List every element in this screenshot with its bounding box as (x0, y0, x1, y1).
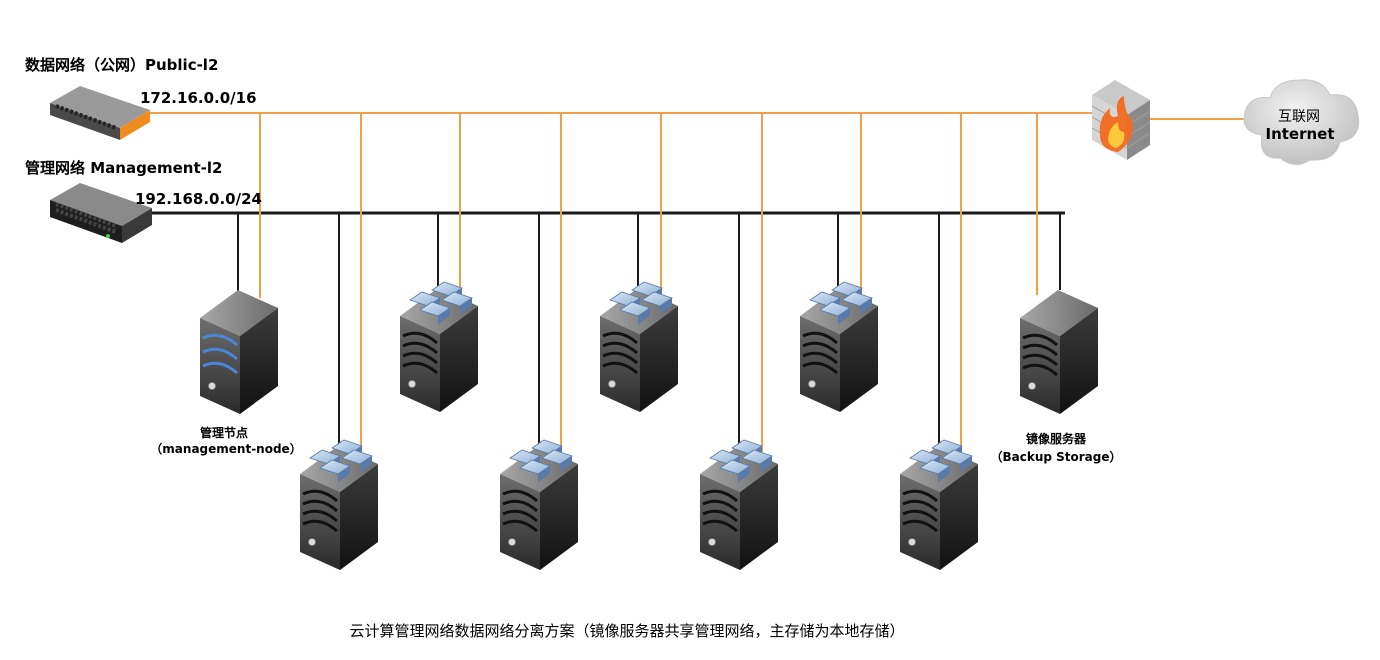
internet-cloud-icon (1243, 79, 1360, 165)
diagram-caption: 云计算管理网络数据网络分离方案（镜像服务器共享管理网络，主存储为本地存储） (349, 622, 905, 640)
backup-storage-server-icon (1018, 288, 1100, 416)
management-drops (237, 213, 1061, 455)
management-switch-icon (50, 183, 152, 243)
public-network-subnet: 172.16.0.0/16 (140, 89, 257, 107)
management-node-server-icon (198, 288, 280, 416)
management-node-sublabel: （management-node） (150, 442, 302, 456)
backup-storage-sublabel: （Backup Storage） (990, 450, 1122, 464)
public-switch-icon (50, 86, 150, 140)
public-network-title: 数据网络（公网）Public-l2 (25, 56, 219, 74)
firewall-icon (1091, 80, 1151, 160)
backup-storage-label: 镜像服务器 (1025, 432, 1087, 446)
management-network-title: 管理网络 Management-l2 (25, 159, 223, 177)
management-node-label: 管理节点 (199, 426, 249, 440)
public-drops (259, 113, 1038, 455)
internet-label-cn: 互联网 (1278, 109, 1320, 125)
management-network-subnet: 192.168.0.0/24 (135, 190, 262, 208)
internet-label-en: Internet (1265, 125, 1335, 143)
